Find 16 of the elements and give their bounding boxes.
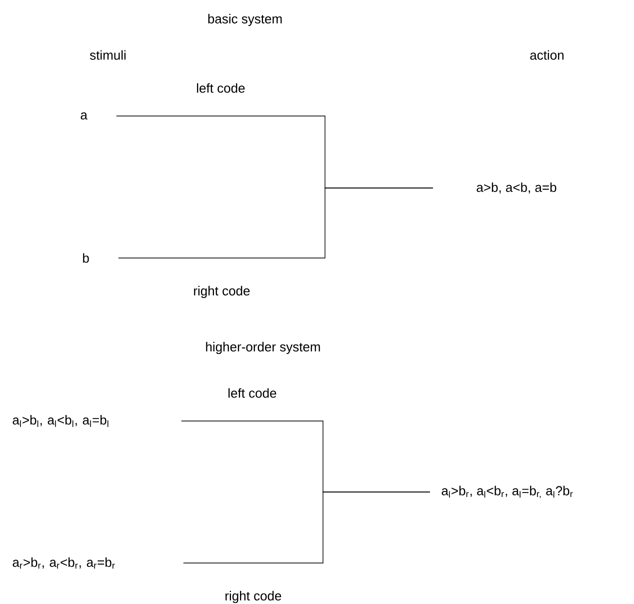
bracket-connector <box>183 492 430 564</box>
heading-text: stimuli <box>90 50 126 60</box>
stimulus-text: a$_{l}$>b$_{l}$, a$_{l}$<b$_{l}$, a$_{l}$=b$_{l}$ <box>12 415 108 427</box>
heading-text: higher-order system <box>206 342 320 354</box>
stimulus-text: a$_{r}$>b$_{r}$, a$_{r}$<b$_{r}$, a$_{r}$=b$_{r}$ <box>12 557 115 569</box>
edge-label: right code <box>226 590 282 604</box>
stimulus-text: b <box>83 253 89 263</box>
edge-label: left code <box>197 83 245 93</box>
stimulus-text: a <box>80 112 88 120</box>
edge-label: right code <box>194 286 250 298</box>
edge-label: left code <box>228 388 276 398</box>
heading-text: basic system <box>208 14 282 26</box>
action-text: a>b, a<b, a=b <box>476 182 556 194</box>
action-text: a$_{l}$>b$_{r}$, a$_{l}$<b$_{r}$, a$_{l}$=b$_{r,}$ a$_{l}$?b$_{r}$ <box>442 486 573 498</box>
bracket-connector <box>118 188 434 258</box>
heading-text: action <box>530 50 564 60</box>
